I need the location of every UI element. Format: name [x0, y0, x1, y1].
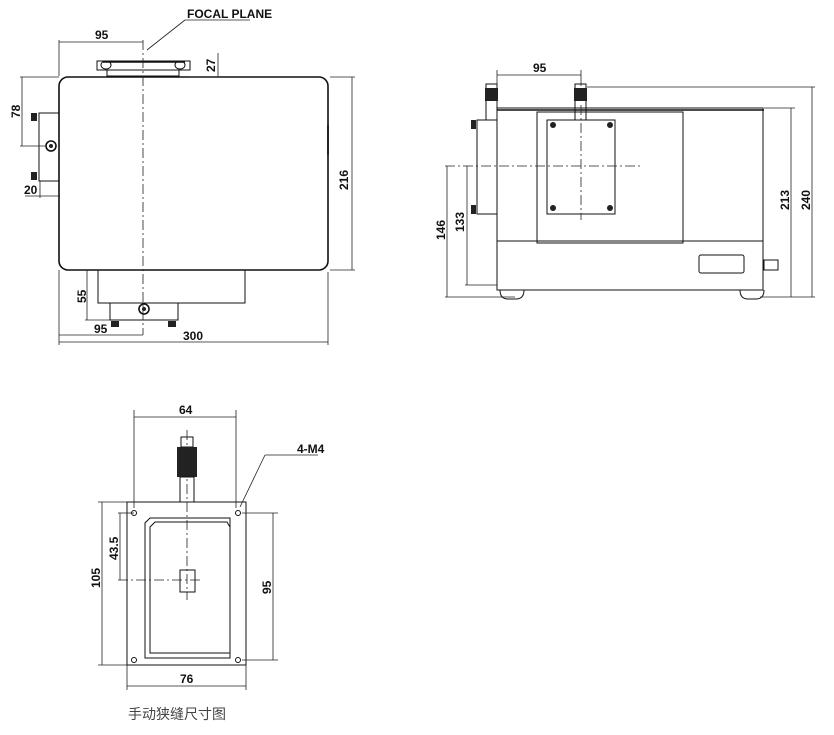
slit-side-block — [38, 112, 60, 182]
dim-micrometer-spacing: 95 — [533, 61, 547, 75]
dim-width: 300 — [183, 329, 203, 343]
thread-label: 4-M4 — [297, 442, 325, 456]
dim-hole-spacing: 95 — [260, 580, 274, 594]
figure-caption: 手动狭缝尺寸图 — [128, 707, 226, 723]
dim-top-width: 64 — [179, 403, 193, 417]
dim-outer-width: 76 — [180, 672, 194, 686]
dim-axis-height-outer: 146 — [434, 220, 448, 240]
dim-focal-height: 27 — [204, 58, 218, 72]
dim-axis-height-inner: 133 — [453, 212, 467, 232]
dim-outer-height: 105 — [89, 568, 103, 588]
dim-left-upper: 78 — [9, 104, 23, 118]
label-plate — [698, 254, 745, 274]
dim-total-height: 240 — [799, 190, 813, 210]
slit — [179, 569, 196, 593]
dim-height: 216 — [337, 170, 351, 190]
dim-bottom-depth: 55 — [75, 289, 89, 303]
dim-left-lower: 20 — [24, 183, 38, 197]
dim-bottom-offset: 95 — [94, 322, 108, 336]
focal-plane-label: FOCAL PLANE — [187, 7, 272, 21]
top-view: 95 FOCAL PLANE 27 78 20 216 55 95 300 — [9, 7, 355, 345]
slit-window — [144, 517, 231, 659]
main-housing — [58, 76, 329, 271]
micrometer-right — [574, 83, 587, 121]
slit-carrier — [536, 111, 684, 244]
dim-body-height: 213 — [778, 190, 792, 210]
dim-slit-offset: 43.5 — [107, 536, 121, 560]
side-view: 95 146 133 213 240 — [434, 61, 815, 300]
dim-top-offset: 95 — [95, 28, 109, 42]
slit-view: 64 4-M4 43.5 105 95 76 — [89, 403, 325, 690]
